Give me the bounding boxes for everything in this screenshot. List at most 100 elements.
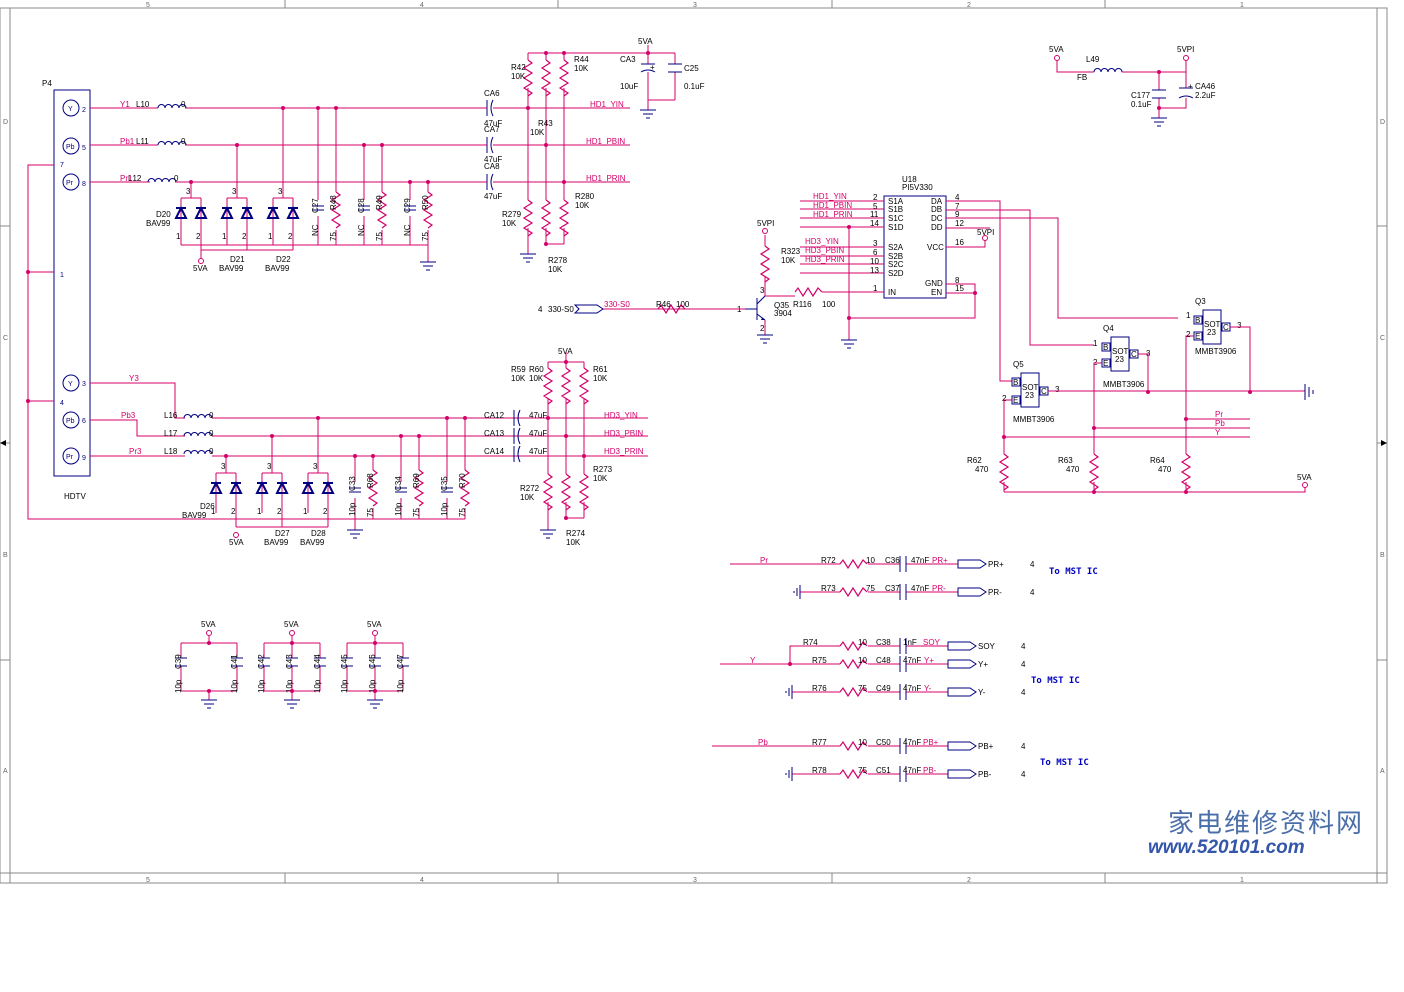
l11-ref: L11 [136, 137, 149, 146]
c25-value: 0.1uF [684, 82, 705, 91]
c49-ref: C49 [876, 684, 891, 693]
q4-pin-c: C [1131, 350, 1137, 359]
to-mst-label-2: To MST IC [1031, 676, 1080, 686]
c41-ref: C41 [230, 654, 239, 669]
c44-ref: C44 [313, 654, 322, 669]
frame-col-4-bottom: 4 [420, 877, 424, 884]
r61-value: 10K [593, 374, 608, 383]
c34-ref: C34 [394, 476, 403, 491]
p4-pin-7: 7 [60, 162, 64, 169]
r60-value: 10K [529, 374, 544, 383]
diode-d27: 3 1 2 D27 BAV99 [255, 436, 290, 547]
r49-ref: R49 [375, 195, 384, 210]
r279-value: 10K [502, 219, 517, 228]
d21-part: BAV99 [219, 264, 244, 273]
c177-value: 0.1uF [1131, 100, 1152, 109]
r63-ref: R63 [1058, 456, 1073, 465]
r274-value: 10K [566, 538, 581, 547]
ca8-ref: CA8 [484, 162, 500, 171]
q4-part: MMBT3906 [1103, 380, 1145, 389]
c42-value: 10p [257, 679, 266, 693]
q5-sot-23: 23 [1025, 391, 1034, 400]
c36-value: 47nF [911, 556, 929, 565]
u18-supply-5vpi: 5VPI [977, 228, 994, 237]
r77-value: 10 [858, 738, 867, 747]
u18-in-hd1-pbin: HD1_PBIN [813, 201, 852, 210]
d27-part: BAV99 [264, 538, 289, 547]
r75-value: 10 [858, 656, 867, 665]
u18-pin-9: 9 [955, 210, 960, 219]
q35-supply-5vpi: 5VPI [757, 219, 774, 228]
d20-part: BAV99 [146, 219, 171, 228]
transistor-q3: B E C SOT 23 Q3 MMBT3906 1 2 3 [1186, 297, 1242, 356]
lower-coupling-bias: CA12 47uF CA13 47uF CA14 47uF HD3_YIN HD… [484, 347, 648, 547]
r70-ref: R70 [458, 473, 467, 488]
jack-y3: Y [68, 381, 73, 388]
diode-d26: 3 1 2 D26 BAV99 [182, 456, 243, 520]
p4-label: HDTV [64, 492, 86, 501]
watermark-chinese: 家电维修资料网 [1168, 809, 1364, 839]
c49-net: Y- [924, 684, 932, 693]
u18-pin-6: 6 [873, 248, 878, 257]
u18-in-hd3-prin: HD3_PRIN [805, 255, 845, 264]
frame-col-5-top: 5 [146, 2, 150, 9]
q35-part: 3904 [774, 309, 792, 318]
frame-row-d-right: D [1380, 119, 1385, 126]
c51-net: PB- [923, 766, 937, 775]
ca6-ref: CA6 [484, 89, 500, 98]
d26-pin2: 2 [231, 507, 236, 516]
c51-value: 47nF [903, 766, 921, 775]
c45-ref: C45 [340, 654, 349, 669]
c45-value: 10p [340, 679, 349, 693]
c33-ref: C33 [348, 476, 357, 491]
port-pr-minus-pin: 4 [1030, 588, 1035, 597]
c50-ref: C50 [876, 738, 891, 747]
q5-pin-b: B [1013, 378, 1018, 387]
port-soy: SOY [978, 642, 996, 651]
d22-pin2: 2 [288, 232, 293, 241]
jack-pb1: Pb [66, 144, 75, 151]
q3-part: MMBT3906 [1195, 347, 1237, 356]
port-y-minus-pin: 4 [1021, 688, 1026, 697]
switch-ic-section: U18 PI5V330 HD1_YIN HD1_PBIN HD1_PRIN HD… [538, 175, 1178, 382]
r273-ref: R273 [593, 465, 613, 474]
d27-pin3: 3 [267, 462, 272, 471]
r78-ref: R78 [812, 766, 827, 775]
ca6-value: 47uF [484, 119, 502, 128]
c43-ref: C43 [285, 654, 294, 669]
c28-ref: C28 [357, 198, 366, 213]
out-in-pr: Pr [760, 556, 768, 565]
out-in-pb: Pb [758, 738, 768, 747]
c27-value: NC [311, 224, 320, 236]
u18-pin-8: 8 [955, 276, 960, 285]
r69-ref: R69 [412, 473, 421, 488]
frame-row-b-left: B [3, 552, 8, 559]
d21-pin3: 3 [232, 187, 237, 196]
ca12-value: 47uF [529, 411, 547, 420]
port-pr-minus: PR- [988, 588, 1002, 597]
jack-pr1: Pr [66, 180, 74, 187]
d28-ref: D28 [311, 529, 326, 538]
out-in-y: Y [750, 656, 756, 665]
port-y-plus: Y+ [978, 660, 988, 669]
d20-pin3: 3 [186, 187, 191, 196]
r116-ref: R116 [793, 300, 812, 309]
c48-value: 47nF [903, 656, 921, 665]
ca14-ref: CA14 [484, 447, 505, 456]
u18-in-hd1-yin: HD1_YIN [813, 192, 847, 201]
d27-ref: D27 [275, 529, 290, 538]
net-hd3-prin: HD3_PRIN [604, 447, 644, 456]
frame-row-c-left: C [3, 335, 8, 342]
ca14-value: 47uF [529, 447, 547, 456]
u18-pin-s2b: S2B [888, 252, 903, 261]
frame-col-1-bottom: 1 [1240, 877, 1244, 884]
c38-net: SOY [923, 638, 941, 647]
d27-pin2: 2 [277, 507, 282, 516]
p4-pin-2: 2 [82, 107, 86, 114]
u18-ref: U18 [902, 175, 917, 184]
net-hd3-yin: HD3_YIN [604, 411, 638, 420]
p4-pin-4: 4 [60, 400, 64, 407]
q3-pin3: 3 [1237, 321, 1242, 330]
c39-value: 10p [174, 679, 183, 693]
